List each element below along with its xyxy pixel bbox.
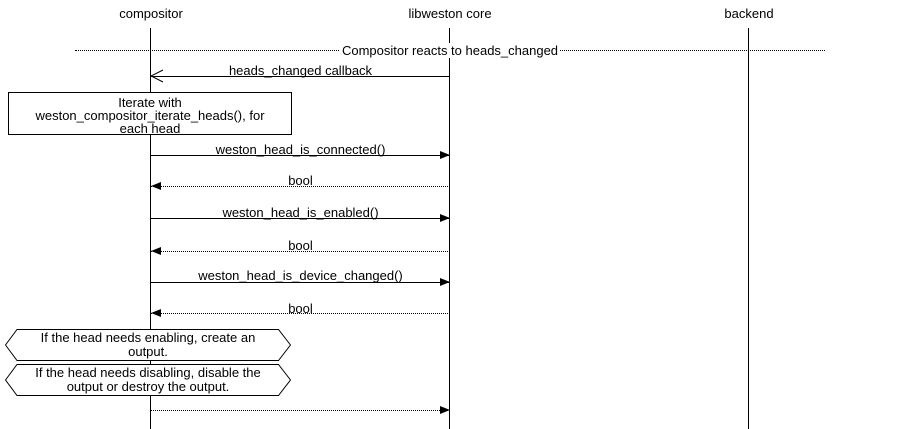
filled-arrowhead-icon bbox=[151, 182, 161, 190]
condition-note-enable: If the head needs enabling, create an ou… bbox=[5, 331, 291, 359]
note-line: Iterate with bbox=[118, 95, 182, 110]
filled-arrowhead-icon bbox=[440, 214, 450, 222]
message-label: heads_changed callback bbox=[228, 63, 373, 78]
filled-arrowhead-icon bbox=[440, 151, 450, 159]
filled-arrowhead-icon bbox=[151, 247, 161, 255]
note-line: weston_compositor_iterate_heads(), for bbox=[35, 108, 265, 123]
message-label: bool bbox=[288, 301, 313, 316]
message-line bbox=[151, 410, 450, 411]
note-iterate-heads: Iterate with weston_compositor_iterate_h… bbox=[8, 92, 292, 135]
actor-label-libweston-core: libweston core bbox=[408, 6, 492, 21]
condition-note-disable: If the head needs disabling, disable the… bbox=[5, 366, 291, 394]
message-line bbox=[151, 76, 450, 77]
divider-label: Compositor reacts to heads_changed bbox=[339, 43, 561, 58]
filled-arrowhead-icon bbox=[440, 278, 450, 286]
message-line bbox=[151, 218, 450, 219]
message-line bbox=[151, 186, 450, 187]
message-label: bool bbox=[288, 238, 313, 253]
message-line bbox=[151, 313, 450, 314]
condition-shape-enable bbox=[5, 329, 291, 361]
condition-line: output. bbox=[128, 344, 168, 359]
message-label: weston_head_is_enabled() bbox=[222, 205, 379, 220]
lifeline-compositor bbox=[150, 28, 151, 429]
message-label: weston_head_is_connected() bbox=[215, 142, 386, 157]
message-line bbox=[151, 155, 450, 156]
message-line bbox=[151, 251, 450, 252]
lifeline-libweston-core bbox=[449, 28, 450, 429]
message-label: bool bbox=[288, 173, 313, 188]
condition-line: If the head needs enabling, create an bbox=[40, 330, 256, 345]
message-label: weston_head_is_device_changed() bbox=[198, 268, 403, 283]
condition-line: output or destroy the output. bbox=[66, 379, 230, 394]
message-line bbox=[151, 282, 450, 283]
condition-line: If the head needs disabling, disable the bbox=[35, 365, 261, 380]
condition-shape-disable bbox=[5, 364, 291, 396]
note-line: each head bbox=[119, 121, 181, 136]
open-arrowhead-icon bbox=[150, 69, 164, 83]
lifeline-backend bbox=[748, 28, 749, 429]
actor-label-backend: backend bbox=[724, 6, 774, 21]
filled-arrowhead-icon bbox=[151, 309, 161, 317]
actor-label-compositor: compositor bbox=[119, 6, 183, 21]
filled-arrowhead-icon bbox=[440, 406, 450, 414]
